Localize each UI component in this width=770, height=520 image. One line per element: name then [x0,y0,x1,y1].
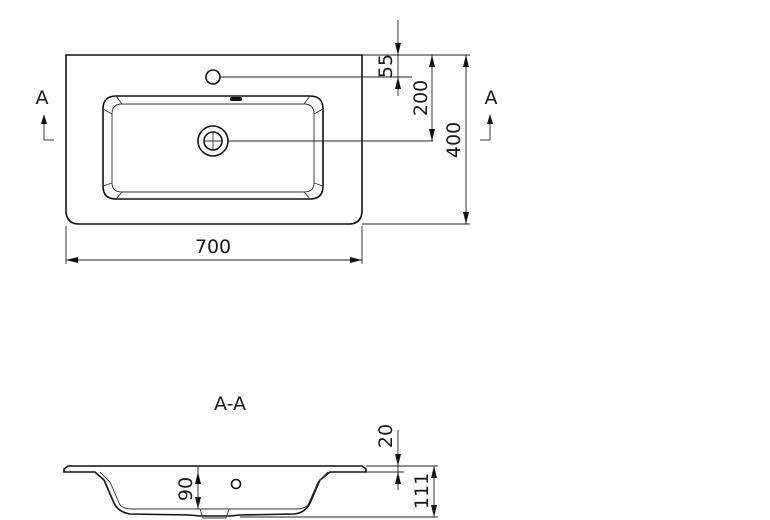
section-outline [63,465,367,517]
arrow [395,472,401,484]
arrow [431,505,437,517]
arrow [395,77,401,89]
arrow [429,129,435,141]
arrow [463,55,469,67]
total-dim-label: 111 [411,473,433,509]
arrow [463,212,469,224]
bevel-line [313,182,324,187]
overflow-slot [230,97,242,101]
basin-outline [65,54,363,225]
arrow [395,454,401,466]
bowl-dim-label: 200 [410,80,432,116]
arrow [487,114,493,124]
section-mark-right: A [485,87,498,109]
tap-hole [205,69,221,85]
taphole-dim-label: 55 [375,54,397,78]
arrow [350,257,362,263]
arrow [41,114,47,124]
section-view: A-A 20 111 90 [63,393,438,519]
bevel-line [102,108,113,115]
width-dim-label: 700 [195,236,231,258]
section-drain [199,508,230,519]
bevel-line [115,95,123,105]
bevel-line [313,108,324,115]
arrow [395,43,401,55]
section-mark-left: A [36,87,49,109]
rim-dim-label: 20 [375,424,397,448]
arrow [195,472,201,484]
bevel-line [115,191,123,200]
arrow [66,257,78,263]
section-overflow-hole [230,478,242,490]
bevel-line [303,95,311,105]
bevel-line [303,191,311,200]
arrow [195,497,201,509]
bevel-line [102,182,113,187]
section-inner [99,471,329,510]
height-dim-label: 400 [443,122,465,158]
top-view: 700 400 200 55 A A [36,20,498,264]
arrow [431,466,437,478]
arrow [429,55,435,67]
section-title: A-A [214,393,246,415]
depth-dim-label: 90 [175,477,197,501]
